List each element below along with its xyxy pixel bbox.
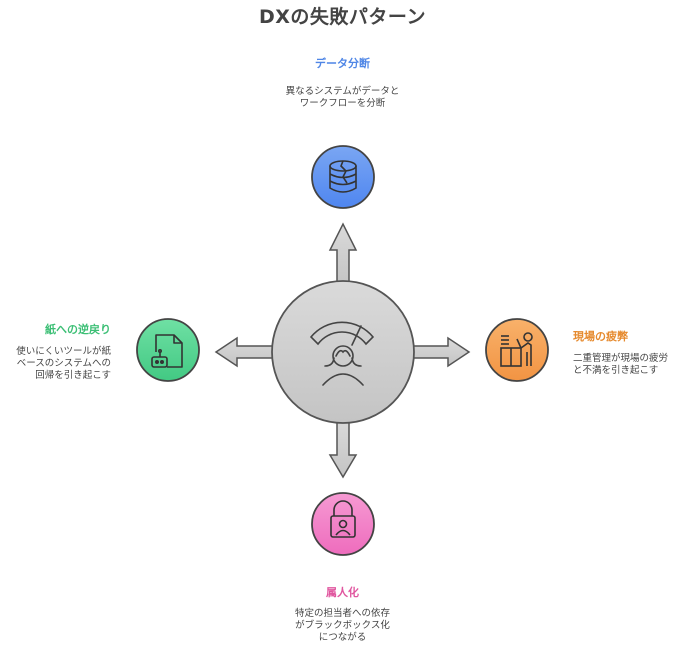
arrow-right [405, 336, 471, 368]
bottom-node-circle [311, 492, 375, 556]
diagram-title: DXの失敗パターン [259, 6, 426, 28]
bottom-node-desc: 特定の担当者への依存 がブラックボックス化 につながる [294, 608, 390, 643]
arrow-up [328, 222, 358, 286]
left-node-desc: 使いにくいツールが紙 ベースのシステムへの 回帰を引き起こす [16, 346, 111, 381]
bottom-node-label: 属人化 [326, 586, 359, 599]
document-robot-icon [151, 334, 183, 368]
arrow-down [328, 419, 358, 479]
arrow-left [214, 336, 281, 368]
right-node-circle [485, 318, 549, 382]
top-node-desc: 異なるシステムがデータと ワークフローを分断 [285, 86, 400, 109]
fatigue-meter-person-icon [309, 321, 375, 386]
left-node-label: 紙への逆戻り [45, 323, 111, 336]
broken-database-icon [329, 160, 357, 193]
left-node-circle [136, 318, 200, 382]
locked-person-icon [330, 500, 356, 538]
right-node-label: 現場の疲弊 [573, 330, 628, 343]
right-node-desc: 二重管理が現場の疲労 と不満を引き起こす [573, 353, 669, 376]
worker-at-desk-icon [500, 332, 533, 367]
top-node-label: データ分断 [315, 57, 370, 70]
